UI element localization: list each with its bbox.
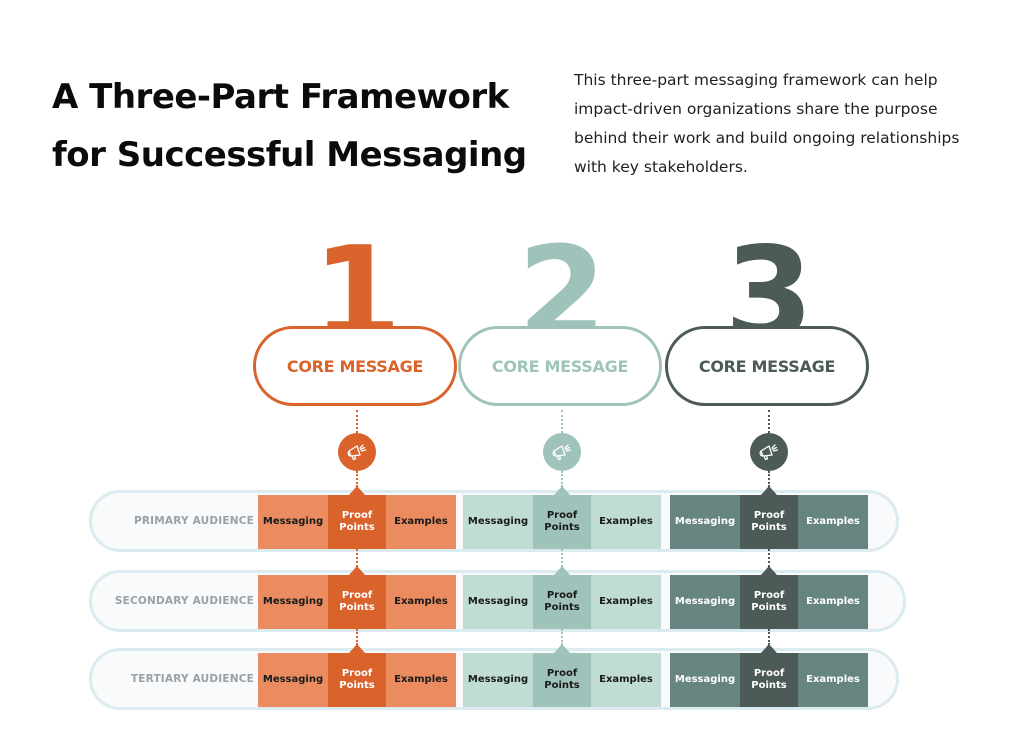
cell-examples: Examples xyxy=(591,575,661,629)
pointer-triangle xyxy=(761,566,777,575)
core-message-pill-three: CORE MESSAGE xyxy=(665,326,869,406)
connector-line-three-row3 xyxy=(768,629,770,645)
core-message-pill-one: CORE MESSAGE xyxy=(253,326,457,406)
cell-examples: Examples xyxy=(386,575,456,629)
cell-examples: Examples xyxy=(386,495,456,549)
row-label-secondary: SECONDARY AUDIENCE xyxy=(114,595,254,607)
cell-examples: Examples xyxy=(591,495,661,549)
cell-messaging: Messaging xyxy=(258,575,328,629)
row-label-primary: PRIMARY AUDIENCE xyxy=(133,515,254,527)
cell-messaging: Messaging xyxy=(463,495,533,549)
cell-messaging: Messaging xyxy=(258,495,328,549)
page-title: A Three-Part Framework for Successful Me… xyxy=(52,68,572,184)
cell-examples: Examples xyxy=(798,575,868,629)
megaphone-icon xyxy=(345,440,369,464)
pointer-triangle xyxy=(554,486,570,495)
cell-examples: Examples xyxy=(591,653,661,707)
cell-messaging: Messaging xyxy=(258,653,328,707)
core-message-pill-two: CORE MESSAGE xyxy=(458,326,662,406)
intro-paragraph: This three-part messaging framework can … xyxy=(574,71,960,176)
connector-line-one-row2 xyxy=(356,549,358,567)
pointer-triangle xyxy=(349,644,365,653)
pointer-triangle xyxy=(761,644,777,653)
connector-line-three-row2 xyxy=(768,549,770,567)
cell-messaging: Messaging xyxy=(670,653,740,707)
cell-messaging: Messaging xyxy=(670,495,740,549)
connector-line-three xyxy=(768,410,770,433)
title-line-2: for Successful Messaging xyxy=(52,135,527,175)
cell-examples: Examples xyxy=(798,653,868,707)
megaphone-icon xyxy=(550,440,574,464)
connector-line-two-lower xyxy=(561,471,563,487)
megaphone-badge-three xyxy=(750,433,788,471)
pointer-triangle xyxy=(349,566,365,575)
connector-line-two-row2 xyxy=(561,549,563,567)
row-label-tertiary: TERTIARY AUDIENCE xyxy=(130,673,254,685)
cell-messaging: Messaging xyxy=(463,575,533,629)
connector-line-one-row3 xyxy=(356,629,358,645)
cell-examples: Examples xyxy=(798,495,868,549)
megaphone-icon xyxy=(757,440,781,464)
connector-line-two-row3 xyxy=(561,629,563,645)
megaphone-badge-one xyxy=(338,433,376,471)
pointer-triangle xyxy=(554,566,570,575)
connector-line-one xyxy=(356,410,358,433)
cell-messaging: Messaging xyxy=(670,575,740,629)
title-line-1: A Three-Part Framework xyxy=(52,77,509,117)
cell-examples: Examples xyxy=(386,653,456,707)
megaphone-badge-two xyxy=(543,433,581,471)
pointer-triangle xyxy=(349,486,365,495)
pointer-triangle xyxy=(761,486,777,495)
connector-line-one-lower xyxy=(356,471,358,487)
connector-line-three-lower xyxy=(768,471,770,487)
cell-messaging: Messaging xyxy=(463,653,533,707)
connector-line-two xyxy=(561,410,563,433)
pointer-triangle xyxy=(554,644,570,653)
